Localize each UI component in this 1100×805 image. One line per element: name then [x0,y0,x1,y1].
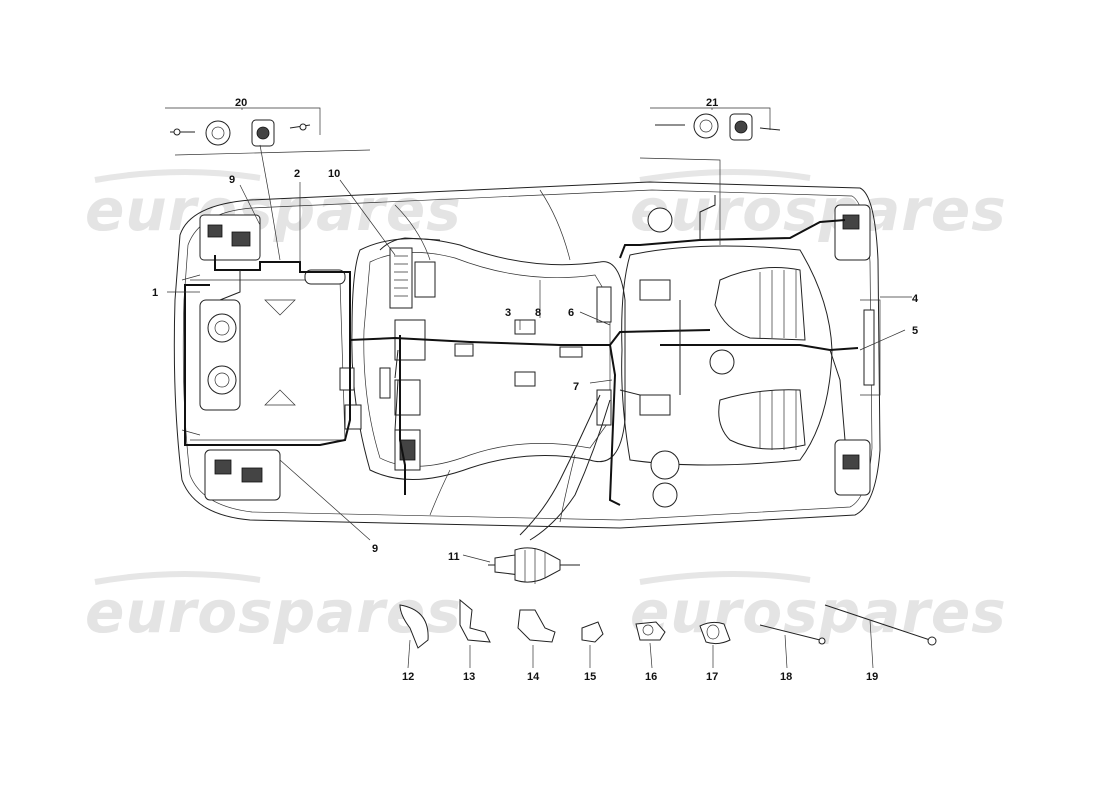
front-lamps [181,274,241,436]
callout-4: 4 [912,293,919,305]
callout-20: 20 [235,97,247,109]
callout-7: 7 [573,381,579,393]
callout-2: 2 [294,168,300,180]
callout-6: 6 [568,307,574,319]
callout-15: 15 [584,671,596,683]
part-21-connectors [639,107,781,245]
front-wheel-units [199,214,281,501]
watermark-text: eurospares [630,578,1007,646]
callout-13: 13 [463,671,475,683]
part-11-grommet [488,547,580,584]
callout-11: 11 [448,551,460,563]
callout-17: 17 [706,671,718,683]
small-parts-row [399,598,937,649]
callout-18: 18 [780,671,792,683]
callout-labels: 1 2 3 4 5 6 7 8 9 9 10 11 12 13 14 15 16… [152,97,919,683]
callout-21: 21 [706,97,718,109]
callout-1: 1 [152,287,158,299]
callout-14: 14 [527,671,540,683]
rear-wheel-units [647,204,871,508]
part-20-connectors [165,107,371,261]
engine-components [596,267,806,450]
callout-8: 8 [535,307,541,319]
watermark-text: eurospares [85,578,462,646]
leader-lines [167,108,912,669]
callout-16: 16 [645,671,657,683]
wiring-harness [184,195,859,541]
watermark-group: eurospares eurospares eurospares eurospa… [85,168,1007,646]
callout-12: 12 [402,671,414,683]
car-body-outline [173,181,881,529]
callout-9-front: 9 [229,174,235,186]
watermark-text: eurospares [630,176,1007,244]
callout-9-rear: 9 [372,543,378,555]
callout-19: 19 [866,671,878,683]
callout-3: 3 [505,307,511,319]
callout-10: 10 [328,168,340,180]
callout-5: 5 [912,325,918,337]
watermark-text: eurospares [85,176,462,244]
